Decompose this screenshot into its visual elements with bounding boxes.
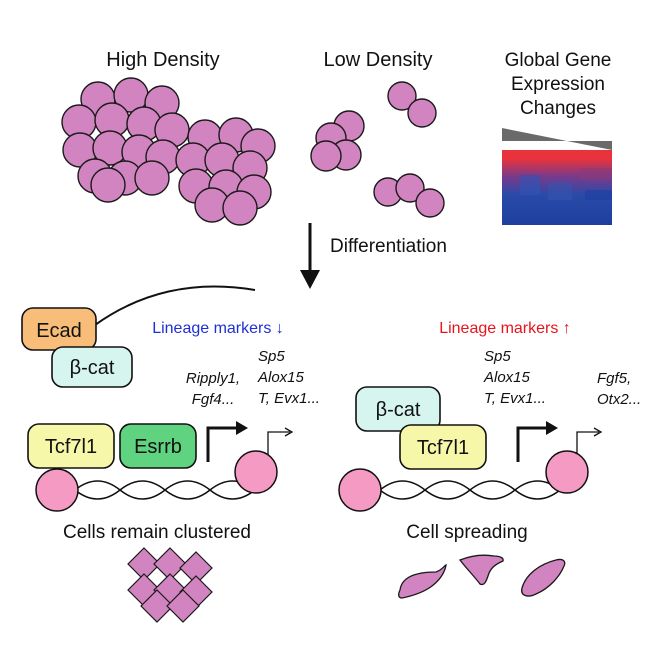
genes-right-a3: T, Evx1...: [484, 390, 546, 407]
dna-left: [35, 450, 278, 512]
low-density-cells: [310, 81, 445, 218]
genes-left-a2: Fgf4...: [192, 391, 235, 408]
beta-catenin-left: β-cat: [51, 346, 133, 388]
spread-cells: [398, 554, 566, 599]
genes-right-b1: Fgf5,: [597, 370, 631, 387]
lineage-markers-up: Lineage markers ↑: [439, 320, 571, 337]
svg-text:Tcf7l1: Tcf7l1: [417, 437, 469, 459]
differentiation-arrow: [300, 223, 320, 289]
low-density-heading: Low Density: [324, 49, 433, 71]
caption-clustered: Cells remain clustered: [63, 522, 251, 543]
ecad-protein: Ecad: [21, 307, 97, 351]
genes-right-b2: Otx2...: [597, 391, 641, 408]
svg-text:Tcf7l1: Tcf7l1: [45, 436, 97, 458]
tcf7l1-left: Tcf7l1: [27, 423, 115, 469]
caption-spreading: Cell spreading: [406, 522, 527, 543]
tcf7l1-right: Tcf7l1: [399, 424, 487, 470]
nucleosome: [338, 468, 382, 512]
beta-catenin-right: β-cat: [355, 386, 441, 432]
svg-text:Esrrb: Esrrb: [134, 436, 182, 458]
promoter-arrow-weak-left: [267, 431, 290, 462]
global-heading-line1: Global Gene: [505, 50, 612, 71]
global-heading-line3: Changes: [520, 98, 596, 119]
genes-right-a2: Alox15: [483, 369, 531, 386]
high-density-cluster-2: [175, 117, 276, 226]
nucleosome: [234, 450, 278, 494]
membrane-line: [94, 285, 256, 326]
promoter-arrow-strong-left: [206, 426, 238, 462]
clustered-cells: [127, 547, 213, 623]
esrrb-protein: Esrrb: [119, 423, 197, 469]
lineage-markers-down: Lineage markers ↓: [152, 320, 284, 337]
genes-left-b3: T, Evx1...: [258, 390, 320, 407]
promoter-arrow-strong-right: [516, 426, 548, 462]
global-heading-line2: Expression: [511, 74, 605, 95]
svg-text:Ecad: Ecad: [36, 320, 82, 342]
gradient-wedge: [502, 128, 612, 150]
genes-left-b1: Sp5: [258, 348, 285, 365]
nucleosome: [35, 468, 79, 512]
svg-text:β-cat: β-cat: [70, 357, 115, 379]
dna-right: [338, 450, 589, 512]
high-density-cluster-1: [61, 77, 190, 203]
genes-left-b2: Alox15: [257, 369, 305, 386]
genes-right-a1: Sp5: [484, 348, 511, 365]
nucleosome: [545, 450, 589, 494]
differentiation-label: Differentiation: [330, 236, 447, 257]
promoter-arrow-weak-right: [576, 431, 599, 462]
svg-text:β-cat: β-cat: [376, 399, 421, 421]
expression-heatmap: [502, 128, 612, 225]
high-density-heading: High Density: [106, 49, 219, 71]
genes-left-a1: Ripply1,: [186, 370, 240, 387]
